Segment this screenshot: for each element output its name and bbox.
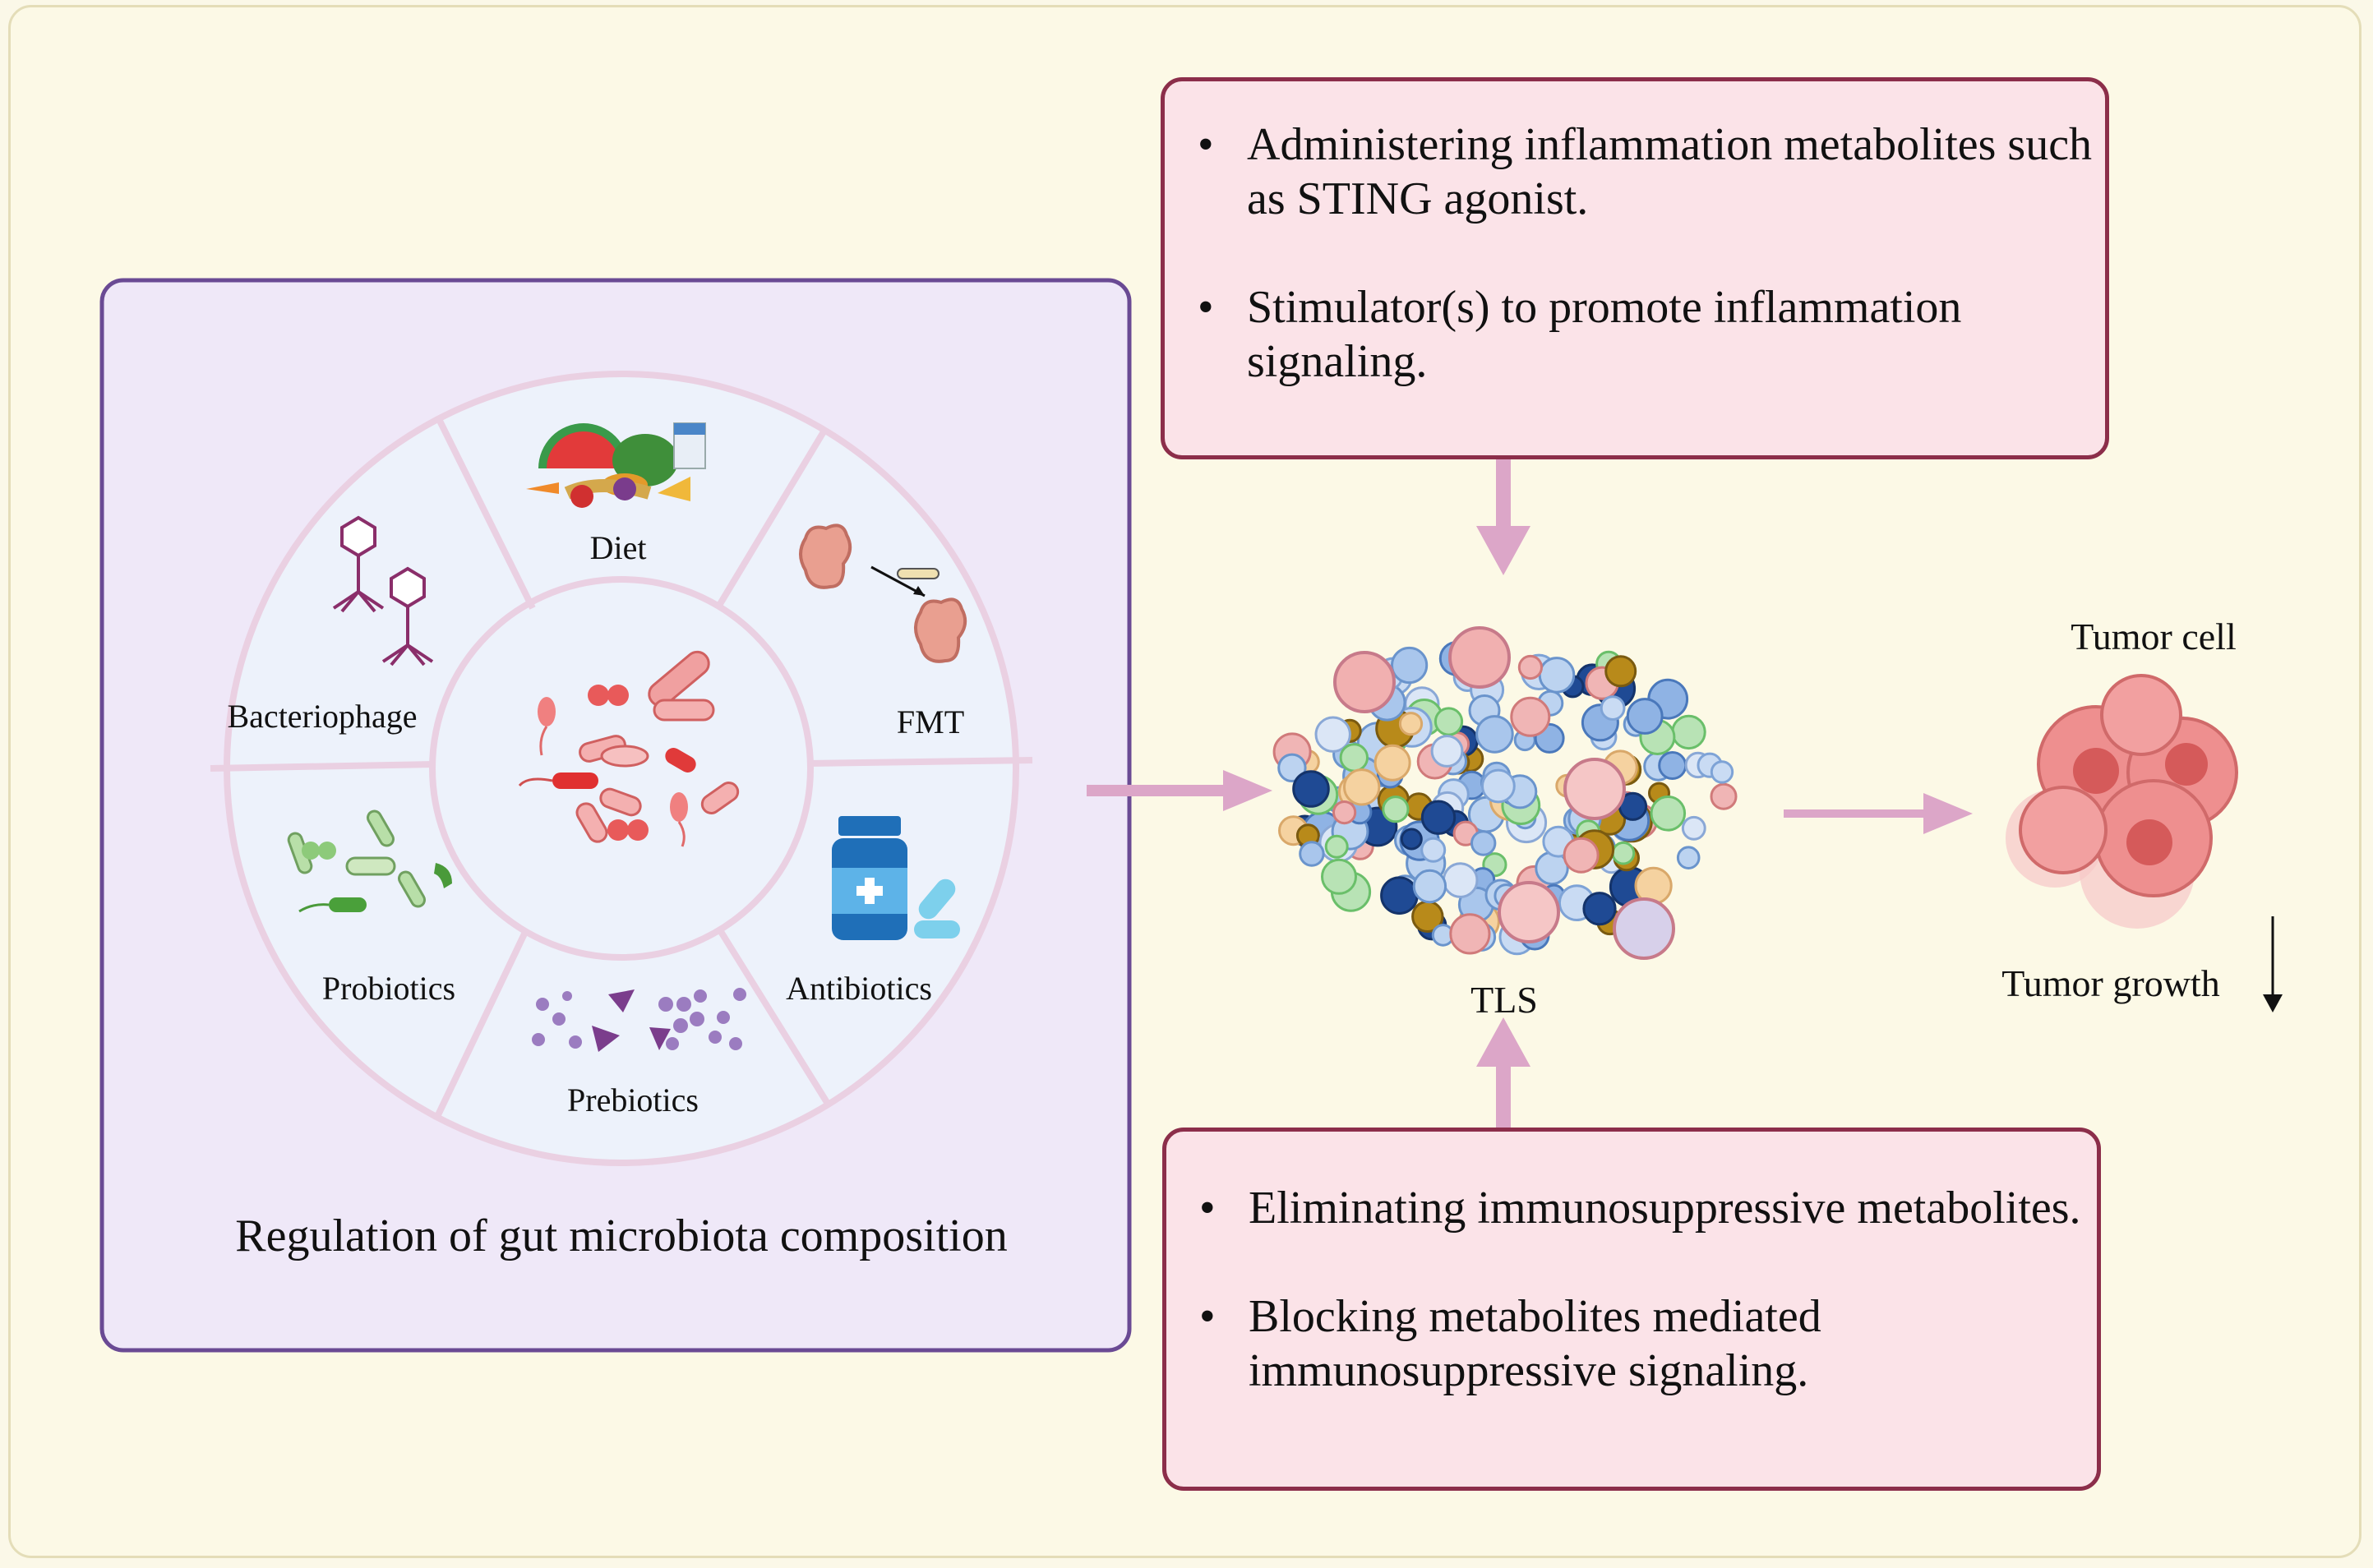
tls-cluster-icon (1272, 626, 1738, 960)
bacteriophage-icon (332, 515, 434, 666)
probiotics-bacteria-icon (287, 809, 452, 913)
top-strategy-box: Administering inflammation metabolites s… (1161, 77, 2109, 459)
top-bullet-2: Stimulator(s) to promote inflammation si… (1165, 280, 2105, 389)
bottom-bullet-2: Blocking metabolites mediated immunosupp… (1166, 1289, 2097, 1398)
top-bullet-1: Administering inflammation metabolites s… (1165, 118, 2105, 226)
bottom-strategy-box: Eliminating immunosuppressive metabolite… (1162, 1128, 2101, 1491)
tls-label: TLS (1470, 979, 1538, 1021)
segment-label-prebiotics: Prebiotics (567, 1081, 699, 1118)
tumor-growth-label: Tumor growth (2001, 962, 2219, 1004)
tumor-cells-icon (2006, 674, 2238, 929)
down-arrow-icon (2263, 916, 2283, 1012)
prebiotics-molecules-icon (532, 988, 746, 1052)
arrow-from-bottom-box (1476, 1017, 1530, 1198)
panel-title: Regulation of gut microbiota composition (235, 1211, 1007, 1261)
arrow-from-top-box (1476, 386, 1530, 575)
food-icon (526, 422, 706, 508)
tumor-cell-label: Tumor cell (2071, 616, 2236, 657)
segment-label-antibiotics: Antibiotics (786, 970, 932, 1007)
segment-label-probiotics: Probiotics (322, 970, 455, 1007)
segment-label-diet: Diet (590, 529, 647, 566)
segment-label-fmt: FMT (897, 703, 964, 740)
arrow-to-tls (1087, 770, 1272, 811)
bottom-bullet-1: Eliminating immunosuppressive metabolite… (1166, 1181, 2097, 1235)
arrow-to-tumor (1784, 793, 1973, 834)
regulation-wheel: Diet FMT Antibiotics Prebiotics Probioti… (210, 371, 1033, 1166)
bacteria-cluster-icon (518, 650, 740, 847)
segment-label-bacteriophage: Bacteriophage (228, 698, 418, 735)
fmt-intestine-icon (799, 523, 967, 663)
antibiotics-bottle-icon (832, 816, 960, 940)
